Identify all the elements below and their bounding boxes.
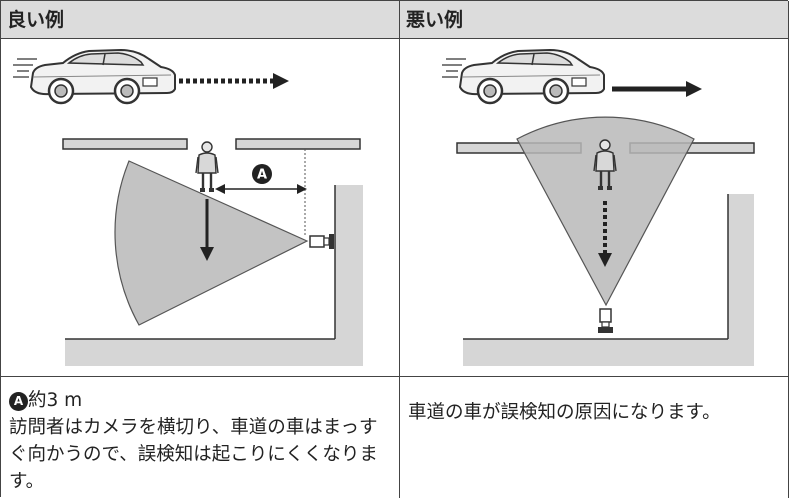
wall xyxy=(65,185,363,366)
distance-arrow-icon xyxy=(215,184,307,194)
bad-example-text: 車道の車が誤検知の原因になります。 xyxy=(408,399,782,426)
dotted-arrow-icon xyxy=(179,73,289,89)
car-icon xyxy=(440,48,606,105)
solid-arrow-icon xyxy=(612,81,702,97)
person-arrow-icon xyxy=(598,201,612,267)
bad-example-header: 悪い例 xyxy=(400,1,788,39)
bad-example-column: 悪い例 xyxy=(400,1,789,498)
camera-icon xyxy=(598,308,613,333)
good-example-column: 良い例 xyxy=(1,1,400,498)
good-example-header: 良い例 xyxy=(1,1,399,39)
road-bar-left xyxy=(62,138,188,150)
bad-example-diagram xyxy=(440,48,755,366)
distance-marker-label: A xyxy=(257,168,267,183)
person-icon xyxy=(194,140,220,194)
wall xyxy=(463,194,754,366)
person-arrow-icon xyxy=(200,199,214,261)
camera-icon xyxy=(309,234,334,249)
good-example-description: 訪問者はカメラを横切り、車道の車はまっすぐ向かうので、誤検知は起こりにくくなりま… xyxy=(9,417,378,492)
distance-value: 約3 m xyxy=(28,390,83,411)
distance-marker: A xyxy=(252,164,272,184)
road-bar-right xyxy=(235,138,361,150)
marker-a-icon: A xyxy=(9,392,28,411)
good-example-diagram: A xyxy=(11,48,363,366)
good-example-figure: A xyxy=(1,39,399,377)
car-icon xyxy=(11,48,177,105)
bad-example-figure xyxy=(400,39,788,377)
detection-area xyxy=(114,160,309,326)
bad-example-description: 車道の車が誤検知の原因になります。 xyxy=(408,402,721,423)
